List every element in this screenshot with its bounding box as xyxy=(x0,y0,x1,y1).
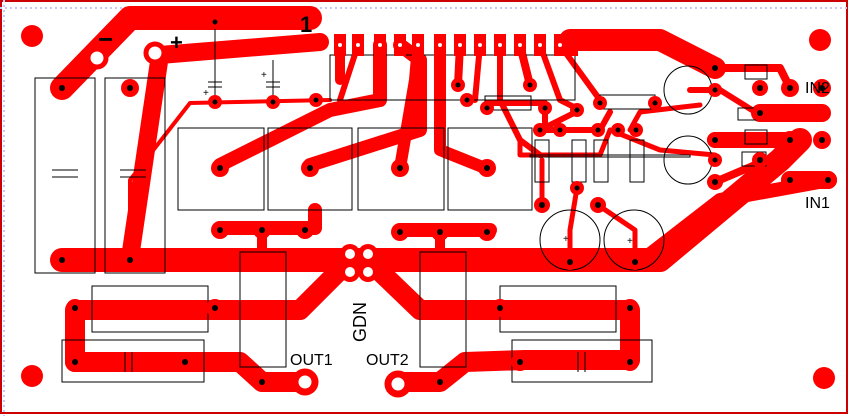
out1-label: OUT1 xyxy=(290,352,333,369)
pads xyxy=(21,15,837,398)
mounting-hole xyxy=(21,365,43,387)
plus-label: + xyxy=(170,30,183,55)
minus-label: − xyxy=(98,24,113,54)
gdn-label: GDN xyxy=(350,302,370,342)
svg-text:+: + xyxy=(261,70,267,81)
svg-text:+: + xyxy=(627,236,633,247)
in1-label: IN1 xyxy=(805,195,830,212)
polarity-marks: + + + + xyxy=(203,70,633,247)
out2-label: OUT2 xyxy=(366,352,409,369)
mounting-hole xyxy=(809,29,831,51)
out1-terminal xyxy=(291,368,319,396)
pin-one-label: 1 xyxy=(300,12,312,37)
mounting-hole xyxy=(813,367,835,389)
out2-terminal xyxy=(384,370,412,398)
mounting-hole xyxy=(21,25,43,47)
ground-pad-cluster xyxy=(340,244,378,282)
svg-text:+: + xyxy=(203,88,209,99)
svg-text:+: + xyxy=(563,234,569,245)
in2-label: IN2 xyxy=(805,80,830,97)
